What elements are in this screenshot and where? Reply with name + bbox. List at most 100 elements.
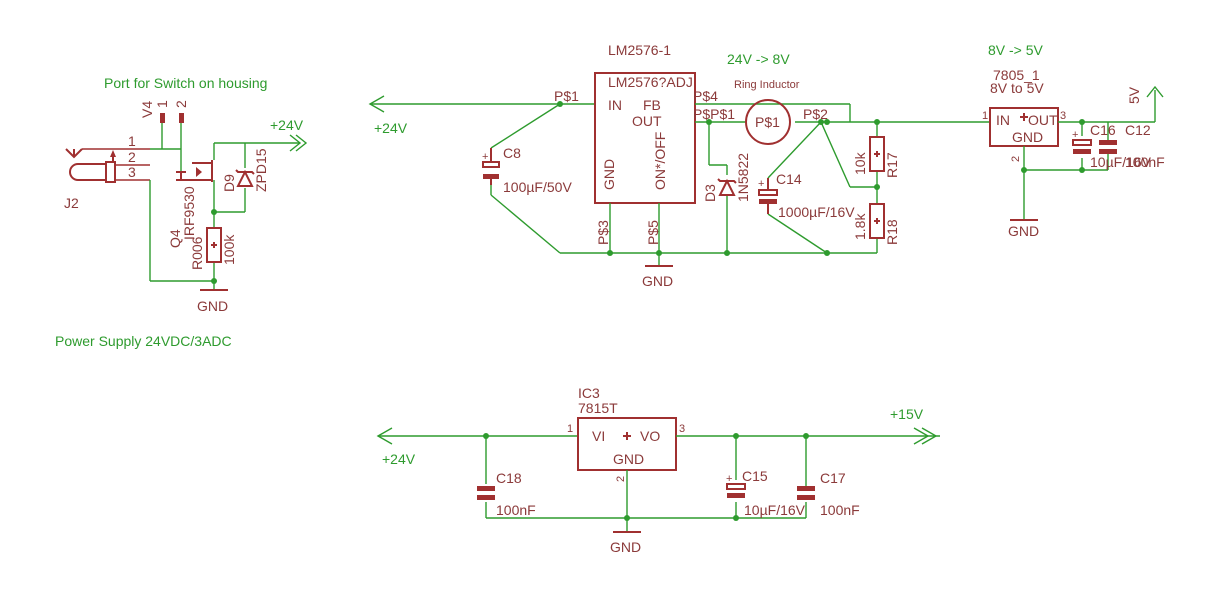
plus24-label-ldo15: +24V [382,451,416,467]
lm2576-pin-in: IN [608,97,622,113]
gnd-ldo5: GND [1008,223,1039,239]
gnd-switch: GND [197,298,228,314]
ic7805-pin2: 2 [1010,156,1022,162]
connector-j2: 1 2 3 J2 [64,133,150,211]
ic3-name: IC3 [578,385,600,401]
plus15-label: +15V [890,406,924,422]
c15-name: C15 [742,468,768,484]
lm2576-pad-p5: P$5 [645,220,661,245]
resistor-r18: 1.8k R18 [852,203,900,245]
inductor-pad2: P$2 [803,106,828,122]
lm2576-value: LM2576?ADJ [608,74,693,90]
c12-value: 100nF [1125,154,1165,170]
resistor-r17: 10k R17 [852,136,900,178]
switch-port-note: Port for Switch on housing [104,75,267,91]
capacitor-c15: + C15 10µF/16V [726,468,806,518]
ic-lm2576: LM2576?ADJ IN FB OUT GND ON*/OFF P$1 P$4… [554,72,735,245]
ic7805-name: 7805_1 [993,67,1040,83]
svg-text:+: + [482,151,488,163]
ic-7815: IC3 7815T VI VO GND 1 3 2 [567,385,685,482]
j2-pin2: 2 [128,149,136,165]
gnd-buck: GND [642,273,673,289]
lm2576-pad-p3: P$3 [595,220,611,245]
ring-inductor: Ring Inductor P$1 P$2 [734,79,828,145]
plus24-label-buck: +24V [374,120,408,136]
power-supply-note: Power Supply 24VDC/3ADC [55,333,232,349]
d9-value: ZPD15 [253,148,269,192]
j2-name: J2 [64,195,79,211]
capacitor-c18: C18 100nF [477,470,536,518]
v4-pin2: 2 [173,100,189,108]
inductor-pad1: P$1 [755,114,780,130]
mosfet-q4: Q4 IRF9530 [167,160,213,248]
switch-section: Port for Switch on housing +24V Power Su… [55,75,308,349]
svg-text:+: + [758,178,764,190]
c18-name: C18 [496,470,522,486]
inductor-name: Ring Inductor [734,79,800,91]
r006-name: R006 [189,236,205,270]
d3-name: D3 [702,184,718,202]
ic7805-value: 8V to 5V [990,80,1044,96]
lm2576-pad-p4: P$4 [693,88,718,104]
r18-name: R18 [884,219,900,245]
r006-value: 100k [221,234,237,265]
d3-value: 1N5822 [735,153,751,202]
c17-value: 100nF [820,502,860,518]
lm2576-pad-p1b: P$P$1 [693,106,735,122]
step1-note: 24V -> 8V [727,51,790,67]
ic3-pin-vo: VO [640,428,660,444]
c14-value: 1000µF/16V [778,204,855,220]
connector-v4: V4 1 2 [139,100,189,123]
ic7805-pin-gnd: GND [1012,129,1043,145]
step2-note: 8V -> 5V [988,42,1044,58]
ic7805-pin1: 1 [982,110,988,122]
lm2576-pin-onoff: ON*/OFF [652,132,668,190]
ic3-pin1: 1 [567,423,573,435]
c17-name: C17 [820,470,846,486]
v4-name: V4 [139,101,155,118]
capacitor-c8: + C8 100µF/50V [482,145,572,195]
capacitor-c17: C17 100nF [797,470,860,518]
resistor-r006: R006 100k [189,227,237,270]
ic7805-pin-out: OUT [1028,112,1058,128]
capacitor-c14: + C14 1000µF/16V [758,171,855,220]
gnd-ldo15: GND [610,539,641,555]
lm2576-pad-p1: P$1 [554,88,579,104]
capacitor-c12: C12 100nF [1099,122,1165,170]
d9-name: D9 [221,174,237,192]
ic7805-pin3: 3 [1060,110,1066,122]
c15-value: 10µF/16V [744,502,806,518]
q4-value: IRF9530 [181,186,197,240]
ic3-pin3: 3 [679,423,685,435]
r17-name: R17 [884,152,900,178]
diode-d3: D3 1N5822 [702,153,751,202]
ic3-pin-vi: VI [592,428,605,444]
j2-pin3: 3 [128,164,136,180]
lm2576-pin-gnd: GND [601,159,617,190]
zener-d9: D9 ZPD15 [221,148,269,192]
ic7805-pin-in: IN [996,112,1010,128]
ic-7805: 7805_1 8V to 5V IN OUT GND 1 3 2 [982,67,1066,162]
svg-text:+: + [726,473,732,485]
ldo5-section: 8V -> 5V 7805_1 8V to 5V IN OUT GND 1 3 … [982,42,1165,239]
v4-pin1: 1 [154,100,170,108]
q4-name: Q4 [167,229,183,248]
r17-value: 10k [852,151,868,175]
capacitor-c16: + C16 10µF/16V [1072,122,1152,170]
ic3-value: 7815T [578,400,618,416]
c16-name: C16 [1090,122,1116,138]
c8-name: C8 [503,145,521,161]
plus24-label-switch: +24V [270,117,304,133]
lm2576-pin-out: OUT [632,113,662,129]
ic3-pin-gnd: GND [613,451,644,467]
c14-name: C14 [776,171,802,187]
c12-name: C12 [1125,122,1151,138]
ldo15-section: +24V IC3 7815T VI VO GND 1 3 2 +15V [376,385,940,555]
ic3-pin2: 2 [615,476,627,482]
c8-value: 100µF/50V [503,179,572,195]
j2-pin1: 1 [128,133,136,149]
lm2576-name: LM2576-1 [608,42,671,58]
c16-value: 10µF/16V [1090,154,1152,170]
net-5v: 5V [1126,86,1142,104]
